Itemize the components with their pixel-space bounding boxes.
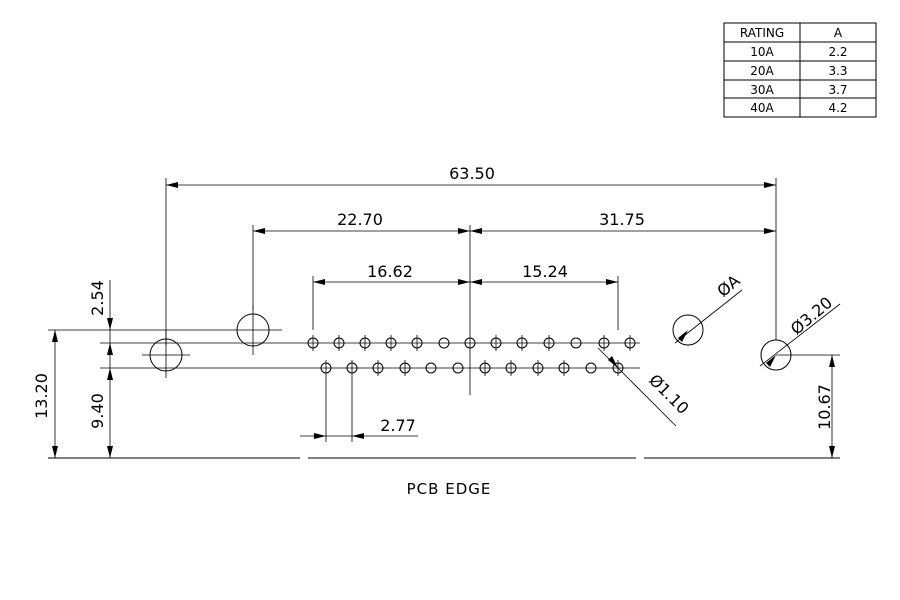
pin-row-1 — [300, 335, 640, 351]
dim-label-right-hole-height: 10.67 — [815, 384, 834, 430]
pin-hole — [570, 337, 582, 349]
pin-hole — [333, 335, 345, 351]
right-mount-hole: ØA — [672, 271, 744, 346]
dim-label-overall-width: 63.50 — [449, 164, 495, 183]
pin-hole — [479, 360, 491, 376]
table-cell-a: 3.7 — [828, 83, 847, 97]
right-post-hole: Ø3.20 — [759, 293, 841, 371]
pin-hole — [372, 360, 384, 376]
pin-hole — [558, 360, 570, 376]
pcb-edge-label: PCB EDGE — [407, 480, 492, 498]
rating-table: RATING A 10A 2.2 20A 3.3 30A 3.7 40A 4.2 — [723, 22, 877, 118]
dim-label-pin-pitch: 2.77 — [380, 416, 416, 435]
pin-hole — [505, 360, 517, 376]
pin-hole — [320, 360, 332, 376]
dimension-right-hole-height: 10.67 — [776, 354, 840, 458]
dimension-left-verticals: 13.20 9.40 2.54 — [32, 280, 310, 458]
table-cell-rating: 30A — [750, 83, 774, 97]
pin-hole — [425, 362, 437, 374]
pin-hole — [359, 335, 371, 351]
pin-hole — [399, 360, 411, 376]
table-cell-rating: 20A — [750, 64, 774, 78]
table-cell-rating: 40A — [750, 101, 774, 115]
dimension-pin-pitch: 2.77 — [300, 376, 418, 442]
pin-hole — [411, 335, 423, 351]
dim-label-row-offset: 2.54 — [88, 280, 107, 316]
table-cell-rating: 10A — [750, 45, 774, 59]
dimension-pin-spans: 16.62 15.24 — [312, 262, 619, 330]
pin-hole-callout: Ø1.10 — [597, 347, 693, 427]
left-mount-hole — [226, 305, 282, 355]
pin-hole — [464, 337, 476, 349]
dim-label-left-offset: 22.70 — [337, 210, 383, 229]
pin-row-2 — [310, 360, 640, 376]
pin-hole — [490, 335, 502, 351]
pin-hole — [516, 335, 528, 351]
dimension-post-offsets: 22.70 31.75 — [252, 210, 776, 395]
table-header-a: A — [834, 26, 843, 40]
callout-pin-hole: Ø1.10 — [645, 370, 693, 418]
left-mount-post — [142, 330, 190, 378]
pin-hole — [452, 362, 464, 374]
pin-hole — [346, 360, 358, 376]
table-cell-a: 2.2 — [828, 45, 847, 59]
table-cell-a: 3.3 — [828, 64, 847, 78]
dim-label-left-span: 16.62 — [367, 262, 413, 281]
pin-hole — [598, 335, 610, 351]
pin-hole — [307, 335, 319, 351]
pin-hole — [585, 362, 597, 374]
callout-mount-hole: ØA — [713, 271, 743, 301]
pin-hole — [543, 335, 555, 351]
callout-right-hole: Ø3.20 — [787, 293, 836, 339]
dim-label-row1-height: 13.20 — [32, 373, 51, 419]
dim-label-row2-height: 9.40 — [88, 393, 107, 429]
dim-label-right-span: 15.24 — [522, 262, 568, 281]
dim-label-right-offset: 31.75 — [599, 210, 645, 229]
pin-hole — [532, 360, 544, 376]
pin-hole — [624, 335, 636, 351]
dimension-overall-width: 63.50 — [165, 164, 777, 345]
pin-hole — [385, 335, 397, 351]
table-header-rating: RATING — [740, 26, 784, 40]
pin-hole — [438, 337, 450, 349]
table-cell-a: 4.2 — [828, 101, 847, 115]
